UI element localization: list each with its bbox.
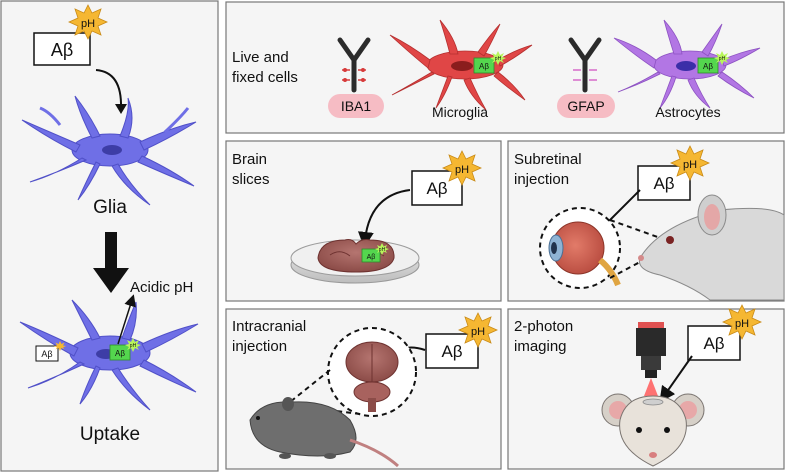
acidic-arrow — [117, 294, 136, 345]
mouse-face-icon — [601, 393, 705, 467]
curved-arrow — [95, 69, 123, 109]
iba1-pill — [328, 94, 384, 118]
gfap-pill — [557, 94, 615, 118]
two-photon-panel: 2-photon imaging Aβ pH — [507, 304, 785, 470]
brain-slices-title-1: Brain — [232, 151, 267, 168]
small-ph-star-icon: pH — [125, 338, 141, 352]
text-label: Aβ — [41, 349, 52, 359]
glia-cell-icon — [21, 95, 197, 206]
astrocytes-label: Astrocytes — [655, 104, 720, 120]
antibody-icon-gfap — [568, 37, 602, 93]
subretinal-title-2: injection — [514, 171, 569, 188]
abeta-label: Aβ — [51, 40, 73, 60]
two-photon-title-2: imaging — [514, 338, 567, 355]
uptake-label: Uptake — [80, 424, 140, 445]
text-label: Aβ — [367, 254, 376, 261]
text-label: pH — [495, 56, 502, 62]
text-label: Aβ — [115, 349, 125, 358]
astrocyte-abeta-badge — [697, 57, 719, 74]
iba1-label: IBA1 — [341, 98, 372, 114]
internal-abeta-badge: Aβ pH — [109, 338, 141, 361]
zoom-line-1 — [609, 219, 667, 241]
gfap-label: GFAP — [567, 98, 604, 114]
text-label: Aβ — [703, 334, 724, 353]
ph-star-icon: pH — [442, 150, 482, 186]
zoom-line-2 — [609, 261, 641, 279]
intracranial-title-2: injection — [232, 338, 287, 355]
microglia-label: Microglia — [432, 104, 488, 120]
abeta-probe-left: Aβ pH — [33, 4, 108, 66]
subretinal-panel: Subretinal injection Aβ pH — [507, 140, 785, 302]
text-label: Aβ — [441, 342, 462, 361]
text-label: pH — [455, 164, 469, 176]
intracranial-panel: Intracranial injection Aβ pH — [225, 308, 502, 470]
brain-icon — [345, 341, 399, 412]
intracranial-title-1: Intracranial — [232, 318, 306, 335]
down-arrow-icon — [93, 232, 129, 293]
brain-slices-panel: Brain slices Aβ pH Aβ pH — [225, 140, 502, 302]
subretinal-title-1: Subretinal — [514, 151, 582, 168]
two-photon-title-1: 2-photon — [514, 318, 573, 335]
ph-star-icon: pH — [458, 312, 498, 348]
astrocyte-nucleus — [676, 61, 696, 71]
text-label: pH — [719, 56, 726, 62]
gfap-label-marks — [573, 69, 597, 81]
mouse-icon — [249, 397, 399, 468]
text-label: Aβ — [653, 174, 674, 193]
ph-star-icon: pH — [670, 145, 710, 181]
slice-abeta-badge — [361, 248, 381, 263]
glia-nucleus — [102, 145, 122, 155]
microglia-ph-icon: pH — [490, 51, 506, 65]
brain-slices-title-2: slices — [232, 171, 270, 188]
microglia-nucleus — [451, 61, 473, 71]
text-label: pH — [735, 318, 749, 330]
two-photon-arrow — [659, 355, 693, 403]
ph-star-icon: pH — [68, 4, 108, 40]
live-fixed-title-1: Live and — [232, 49, 289, 66]
objective-lens-icon — [636, 322, 666, 396]
text-label: Aβ — [479, 62, 489, 71]
glia-label: Glia — [93, 197, 127, 218]
antibody-icon-iba1 — [337, 37, 371, 93]
ph-label: pH — [81, 18, 95, 30]
slice-ph-icon: pH — [375, 243, 389, 255]
text-label: pH — [379, 247, 386, 253]
live-fixed-title-2: fixed cells — [232, 69, 298, 86]
acidic-ph-label: Acidic pH — [130, 279, 193, 296]
text-label: pH — [683, 159, 697, 171]
ph-star-icon: pH — [722, 304, 762, 340]
curved-arrow-head — [115, 104, 127, 114]
astrocyte-ph-icon: pH — [714, 51, 730, 65]
microglia-abeta-badge — [473, 57, 495, 74]
iba1-label-marks — [342, 69, 366, 81]
petri-dish-icon — [290, 239, 420, 284]
rodent-head-icon — [638, 194, 785, 301]
eye-icon — [548, 221, 621, 287]
text-label: Aβ — [426, 179, 447, 198]
brain-slice-arrow — [357, 189, 411, 248]
abeta-probe-box — [687, 325, 741, 361]
live-fixed-cells-panel: Live and fixed cells IBA1 — [225, 1, 785, 134]
left-panel: Aβ pH Glia — [0, 0, 219, 472]
text-label: Aβ — [703, 62, 713, 71]
text-label: pH — [471, 326, 485, 338]
external-abeta: Aβ — [35, 341, 66, 362]
text-label: pH — [130, 343, 137, 349]
